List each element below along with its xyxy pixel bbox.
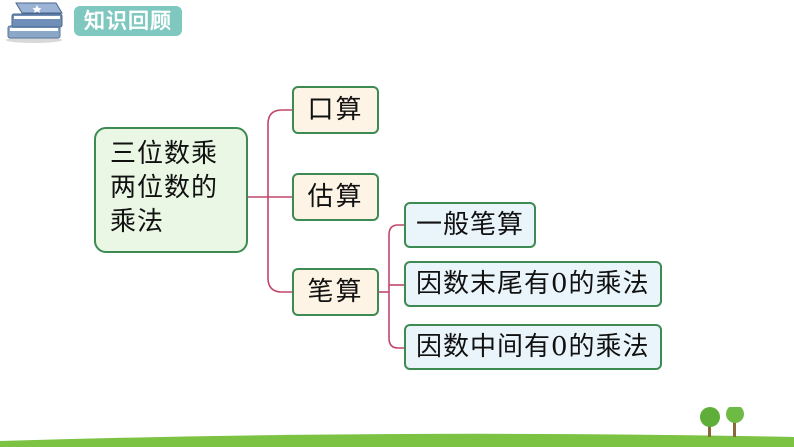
branch-node-estimate: 估算 [292, 173, 379, 221]
leaf-node-middle-zero: 因数中间有0的乘法 [404, 324, 662, 370]
branch-node-written: 笔算 [292, 268, 379, 316]
leaf-node-general: 一般笔算 [404, 202, 537, 248]
branch-node-oral: 口算 [292, 86, 379, 134]
leaf-node-trailing-zero: 因数末尾有0的乘法 [404, 261, 662, 307]
grass-footer [0, 407, 794, 447]
section-header: 知识回顾 [0, 0, 794, 48]
mindmap-root-node: 三位数乘两位数的乘法 [94, 127, 248, 253]
page-title: 知识回顾 [74, 6, 182, 36]
book-stack-icon [6, 2, 63, 43]
